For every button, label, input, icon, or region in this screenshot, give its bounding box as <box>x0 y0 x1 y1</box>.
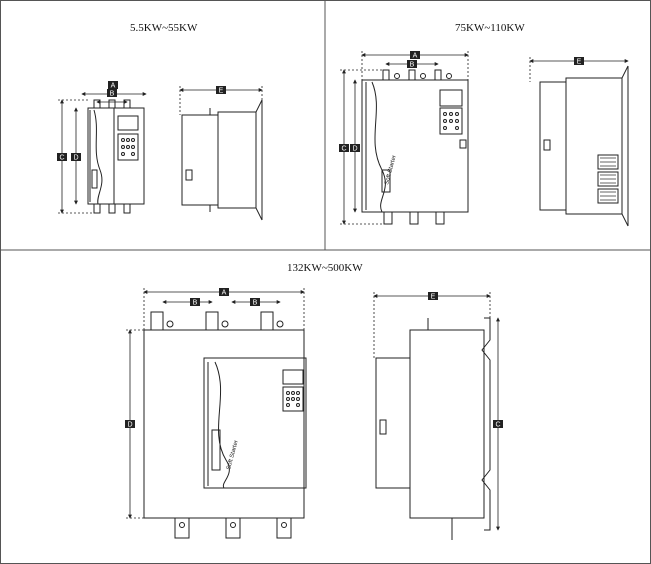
svg-text:A: A <box>111 83 116 90</box>
medium-side-view <box>539 65 629 227</box>
svg-text:C: C <box>341 146 346 153</box>
svg-text:C: C <box>495 422 500 429</box>
dim-label-a-medium: A <box>410 51 420 60</box>
large-side-dimensions <box>373 292 500 531</box>
panel-title-small: 5.5KW~55KW <box>130 22 198 34</box>
dim-label-c-medium: C <box>339 144 349 153</box>
dim-label-d-large: D <box>125 420 135 429</box>
svg-text:D: D <box>352 146 357 153</box>
dim-label-a-small: A <box>108 81 118 90</box>
panel-title-medium: 75KW~110KW <box>455 22 525 34</box>
svg-text:C: C <box>59 155 64 162</box>
svg-text:E: E <box>219 88 224 95</box>
small-front-view <box>87 99 145 214</box>
svg-text:A: A <box>222 290 227 297</box>
dim-label-b-large-left: B <box>190 298 200 307</box>
svg-text:B: B <box>410 62 415 69</box>
dim-label-b-small: B <box>107 89 117 98</box>
medium-front-dimensions <box>340 51 469 225</box>
large-side-view <box>375 317 491 540</box>
medium-front-view <box>361 69 469 225</box>
dim-label-c-large: C <box>493 420 503 429</box>
dim-label-e-medium: E <box>574 57 584 66</box>
svg-text:E: E <box>577 59 582 66</box>
small-side-view <box>181 99 263 221</box>
dim-label-e-small: E <box>216 86 226 95</box>
panel-title-large: 132KW~500KW <box>287 262 363 274</box>
large-front-view <box>143 311 307 539</box>
svg-text:B: B <box>253 300 258 307</box>
svg-text:B: B <box>193 300 198 307</box>
svg-text:B: B <box>110 91 115 98</box>
dim-label-a-large: A <box>219 288 229 297</box>
dim-label-b-medium: B <box>407 60 417 69</box>
large-brand-mark: Soft Starter <box>226 440 240 471</box>
svg-text:D: D <box>127 422 132 429</box>
medium-side-vents <box>600 157 616 201</box>
svg-text:E: E <box>431 294 436 301</box>
dim-label-e-large: E <box>428 292 438 301</box>
dim-label-d-small: D <box>71 153 81 162</box>
dim-label-c-small: C <box>57 153 67 162</box>
dim-label-d-medium: D <box>350 144 360 153</box>
svg-text:A: A <box>413 53 418 60</box>
dim-label-b-large-right: B <box>250 298 260 307</box>
svg-text:D: D <box>73 155 78 162</box>
